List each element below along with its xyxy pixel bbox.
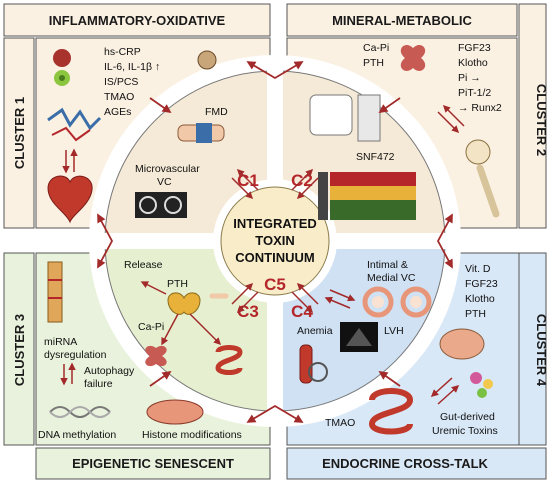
cluster-1-content: hs-CRP IL-6, IL-1β ↑ IS/PCS TMAO AGEs <box>47 46 217 224</box>
bone-icon <box>476 164 500 218</box>
cluster-4-content: Vit. D FGF23 Klotho PTH TMAO Gut-derived… <box>325 263 498 437</box>
inner-c4-content: Intimal & Medial VC Anemia LVH <box>297 259 432 384</box>
cluster-1-side-label: CLUSTER 1 <box>12 97 27 169</box>
label-c5: C5 <box>264 275 286 294</box>
gut-icon <box>368 388 414 435</box>
dna-icon <box>49 406 111 418</box>
center-line-2: TOXIN <box>255 233 295 248</box>
c2-marker-pi: Pi → <box>458 72 481 84</box>
inner-c1-content: FMD Microvascular VC <box>135 106 228 218</box>
vessel-scan-image <box>135 192 187 218</box>
c1-marker-hscrp: hs-CRP <box>104 46 141 58</box>
inner-c3-content: Release PTH Ca-Pi <box>124 259 243 375</box>
c3-marker-dna-methylation: DNA methylation <box>38 429 116 441</box>
interaction-arrows <box>231 168 356 314</box>
particle-icon <box>197 50 217 70</box>
c2-marker-klotho: Klotho <box>458 57 488 69</box>
dialysis-patient-icon <box>309 94 353 136</box>
c1-inner-vc: VC <box>157 176 172 188</box>
kidney-icon <box>400 45 426 71</box>
chromosome-icon <box>47 261 63 323</box>
c2-marker-fgf23: FGF23 <box>458 42 491 54</box>
c1-marker-ages: AGEs <box>104 106 131 118</box>
c4-inner-anemia: Anemia <box>297 325 333 337</box>
c4-marker-tmao: TMAO <box>325 417 355 429</box>
c4-inner-lvh: LVH <box>384 325 404 337</box>
ring-arrows <box>97 61 453 423</box>
vessel-section-1-icon <box>362 286 394 318</box>
c4-inner-intimal: Intimal & <box>367 259 408 271</box>
c1-inner-microvascular: Microvascular <box>135 163 200 175</box>
c3-inner-pth: PTH <box>167 278 188 290</box>
c1-marker-ispcs: IS/PCS <box>104 76 138 88</box>
c3-marker-dysregulation: dysregulation <box>44 349 107 361</box>
mitochondrion-icon <box>146 399 204 425</box>
c4-marker-uremic-toxins: Uremic Toxins <box>432 425 498 437</box>
blood-cell-icon <box>53 49 71 67</box>
c3-inner-release: Release <box>124 259 163 271</box>
molecule-icon <box>470 372 482 384</box>
c4-marker-vitd: Vit. D <box>465 263 491 275</box>
c2-marker-capi: Ca-Pi <box>363 42 389 54</box>
inner-c2-content: SNF472 <box>309 94 416 220</box>
c3-marker-failure: failure <box>84 378 113 390</box>
c2-inner-snf472: SNF472 <box>356 151 395 163</box>
c4-marker-gut-derived: Gut-derived <box>440 411 495 423</box>
center-line-3: CONTINUUM <box>235 250 314 265</box>
vessel-network-icon <box>47 107 102 131</box>
intestine-small-icon <box>215 345 243 375</box>
c4-inner-medial: Medial VC <box>367 272 416 284</box>
cluster-3-side-label: CLUSTER 3 <box>12 314 27 386</box>
heart-icon <box>47 175 93 224</box>
cluster-3-content: miRNA dysregulation Autophagy failure DN… <box>38 261 242 441</box>
center-line-1: INTEGRATED <box>233 216 317 231</box>
c3-marker-mirna: miRNA <box>44 336 77 348</box>
dialysis-machine-icon <box>357 94 381 142</box>
label-c4: C4 <box>291 302 313 321</box>
magnifier-icon <box>308 362 328 382</box>
cluster-3-title: EPIGENETIC SENESCENT <box>72 456 234 471</box>
c1-inner-fmd: FMD <box>205 106 228 118</box>
c2-marker-pth: PTH <box>363 57 384 69</box>
cluster-2-title: MINERAL-METABOLIC <box>332 13 472 28</box>
c1-marker-il6: IL-6, IL-1β ↑ <box>104 61 160 73</box>
cluster-4-title: ENDOCRINE CROSS-TALK <box>322 456 488 471</box>
bone-lens-icon <box>465 139 491 165</box>
brain-icon <box>439 328 485 360</box>
c2-marker-pit: PiT-1/2 <box>458 87 491 99</box>
c1-marker-tmao: TMAO <box>104 91 134 103</box>
center-node: INTEGRATED TOXIN CONTINUUM C5 <box>220 186 330 296</box>
label-c3: C3 <box>237 302 259 321</box>
thyroid-icon <box>167 292 201 315</box>
kidney-small-icon <box>145 345 167 367</box>
c2-marker-runx2: → Runx2 <box>458 102 502 114</box>
c3-inner-capi: Ca-Pi <box>138 321 164 333</box>
c3-marker-autophagy: Autophagy <box>84 365 135 377</box>
cluster-4-side-label: CLUSTER 4 <box>534 314 549 387</box>
c4-marker-pth: PTH <box>465 308 486 320</box>
c4-marker-fgf23: FGF23 <box>465 278 498 290</box>
c3-marker-histone: Histone modifications <box>142 429 242 441</box>
cluster-1-title: INFLAMMATORY-OXIDATIVE <box>49 13 226 28</box>
cluster-2-content: Ca-Pi PTH FGF23 Klotho Pi → PiT-1/2 → Ru… <box>363 42 502 218</box>
c4-marker-klotho: Klotho <box>465 293 495 305</box>
vessel-section-2-icon <box>400 286 432 318</box>
cluster-2-side-label: CLUSTER 2 <box>534 84 549 156</box>
